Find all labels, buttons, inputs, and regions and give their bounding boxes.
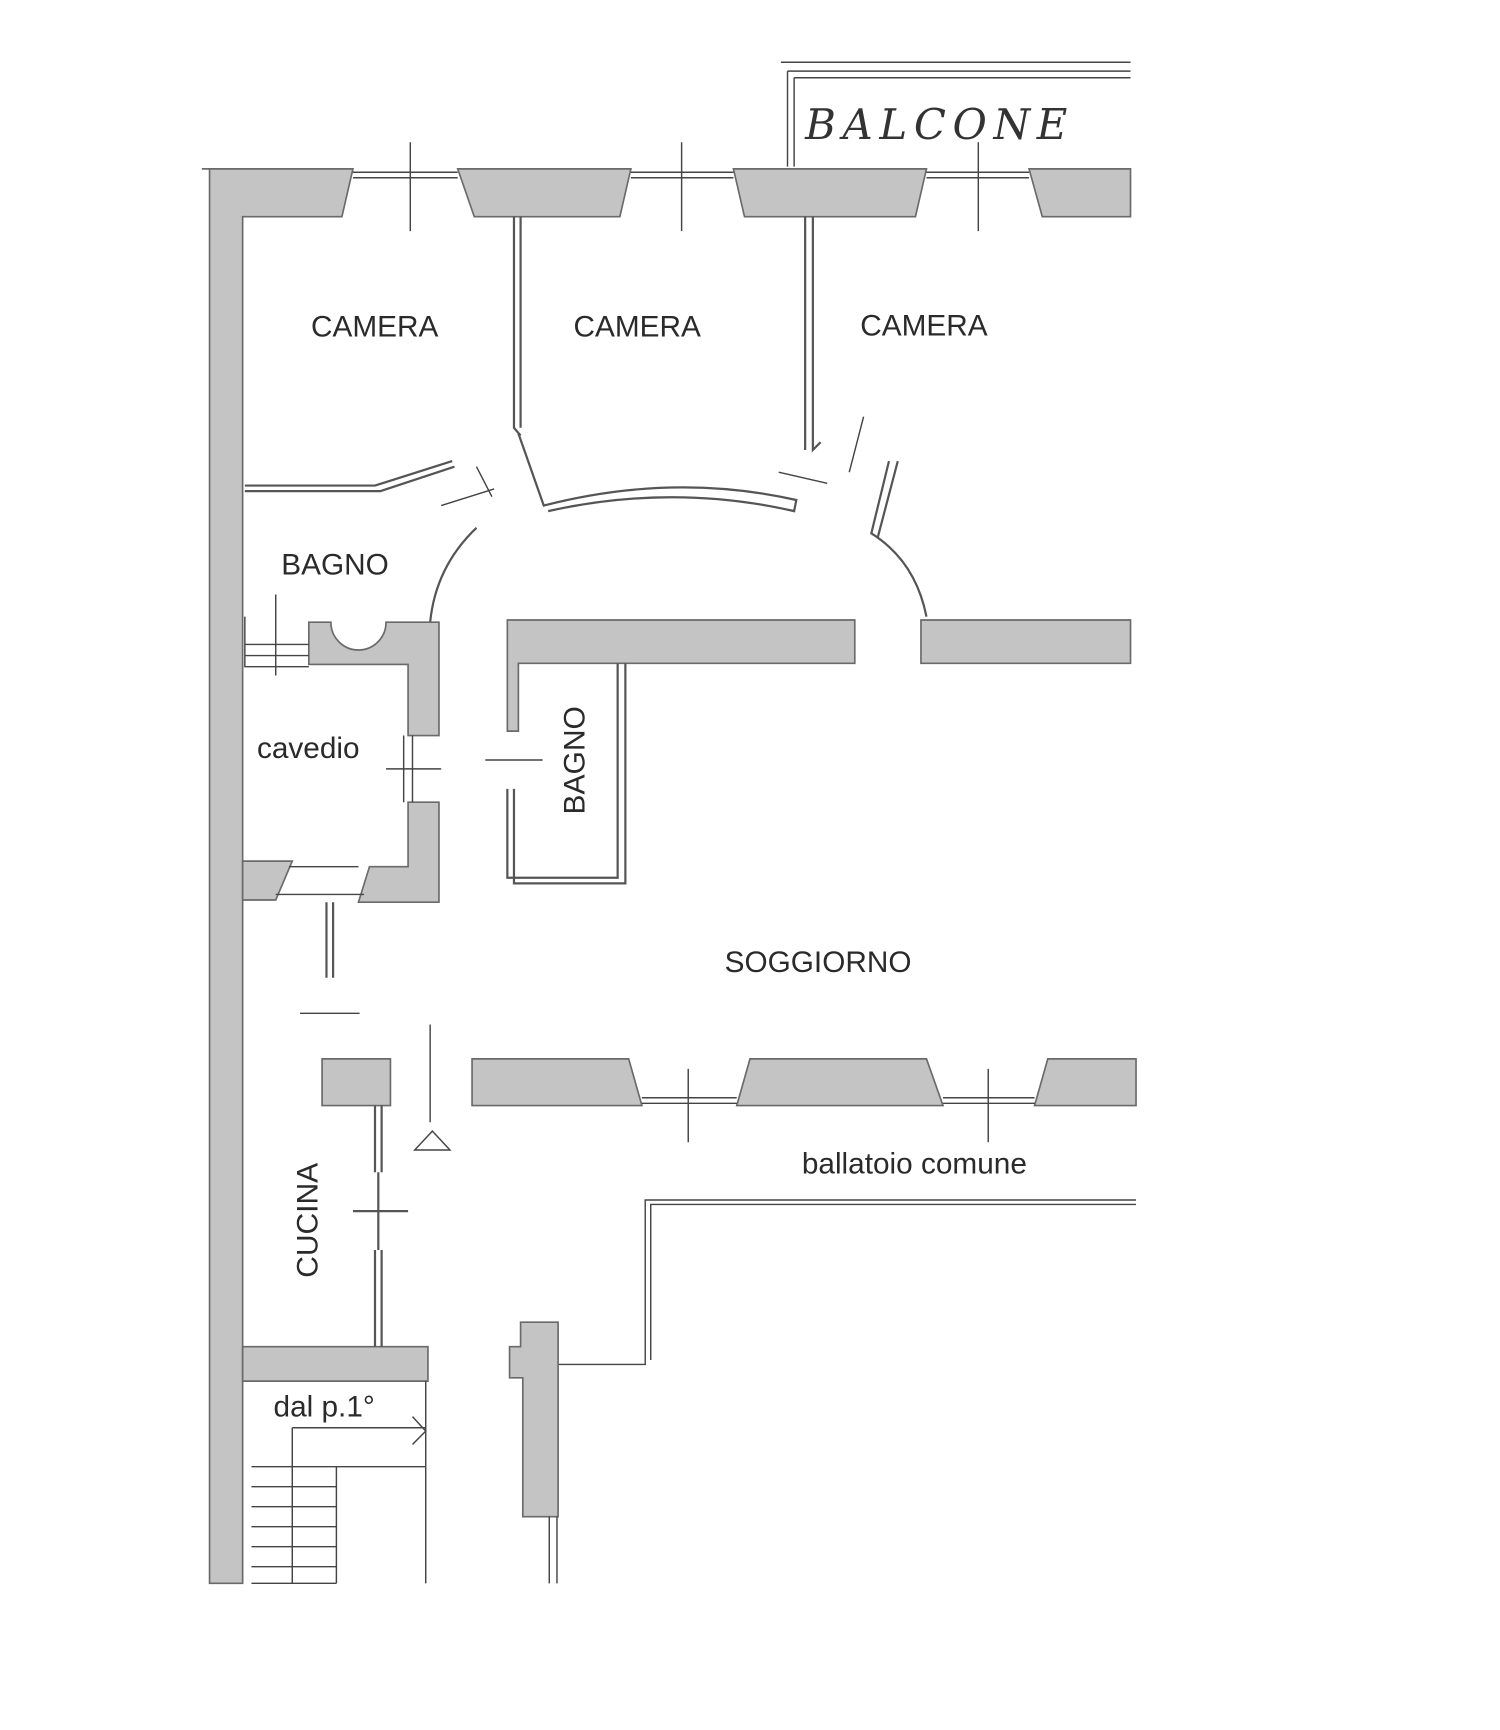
label-bagno-1: BAGNO [281,548,389,581]
label-camera-1: CAMERA [311,311,438,344]
label-cucina: CUCINA [292,1163,325,1278]
balcony-outline [780,61,1131,167]
interior-walls [241,216,1132,1347]
label-soggiorno: SOGGIORNO [725,946,912,979]
label-camera-3: CAMERA [860,309,987,342]
label-stairs: dal p.1° [274,1391,375,1424]
label-balcone: BALCONE [804,100,1074,149]
label-bagno-2: BAGNO [559,706,592,814]
label-cavedio: cavedio [257,732,360,765]
label-camera-2: CAMERA [574,311,701,344]
staircase [251,1416,427,1585]
outer-walls [201,142,1137,1585]
label-ballatoio: ballatoio comune [802,1147,1027,1180]
